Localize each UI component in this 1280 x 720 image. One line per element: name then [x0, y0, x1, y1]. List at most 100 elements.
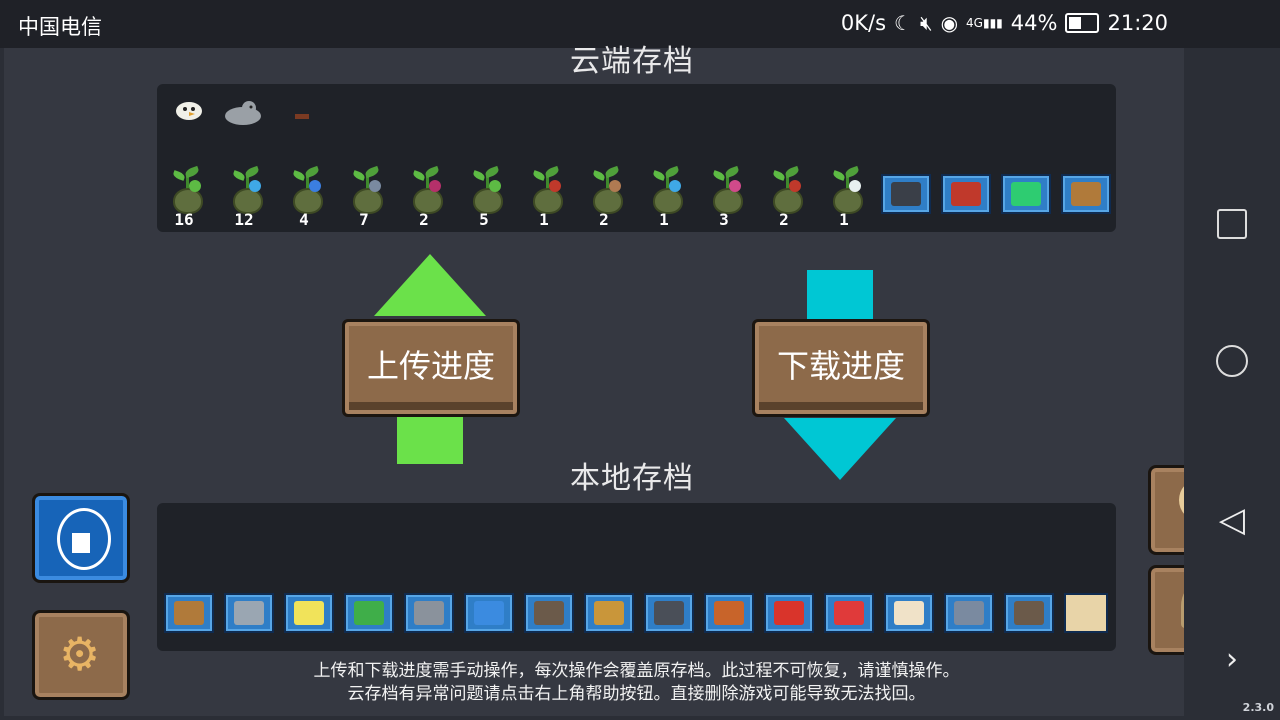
seed-count: 1: [539, 210, 549, 229]
upload-arrow-stem: [397, 414, 463, 464]
notice-text: 上传和下载进度需手动操作，每次操作会覆盖原存档。此过程不可恢复，请谨慎操作。 云…: [157, 660, 1116, 706]
seed-count: 7: [359, 210, 369, 229]
system-nav-bar: ◁ ›: [1184, 48, 1280, 720]
seed-item: 1: [645, 165, 693, 229]
wooden-cabinet-item-icon: [1071, 182, 1101, 206]
flower-pot-item-icon: [951, 182, 981, 206]
green-hat-item: [344, 593, 394, 633]
cloud-save-title: 云端存档: [570, 44, 694, 79]
seed-count: 1: [839, 210, 849, 229]
cat-mask-item: [884, 593, 934, 633]
gauntlet-item: [524, 593, 574, 633]
red-blaster-item: [824, 593, 874, 633]
seed-flower-icon: [429, 180, 441, 192]
seed-flower-icon: [789, 180, 801, 192]
seed-item: 2: [405, 165, 453, 229]
camera-item: [881, 174, 931, 214]
hide-nav-button[interactable]: ›: [1208, 636, 1256, 684]
seed-item: 4: [285, 165, 333, 229]
small-pet-icon: [293, 106, 327, 130]
camera-item-icon: [891, 182, 921, 206]
recent-apps-button[interactable]: [1208, 200, 1256, 248]
circle-icon: [1216, 345, 1248, 377]
seed-count: 5: [479, 210, 489, 229]
red-blaster-item-icon: [834, 601, 864, 625]
seed-flower-icon: [729, 180, 741, 192]
clock: 21:20: [1107, 11, 1168, 35]
light-saber-item-icon: [294, 601, 324, 625]
shuriken-item-icon: [234, 601, 264, 625]
seed-item: 1: [525, 165, 573, 229]
wooden-cabinet-item: [164, 593, 214, 633]
seed-count: 16: [174, 210, 194, 229]
seed-count: 2: [419, 210, 429, 229]
shield-item: [704, 593, 754, 633]
upload-progress-button[interactable]: 上传进度: [342, 319, 520, 417]
seed-count: 2: [599, 210, 609, 229]
battery-icon: [1065, 13, 1100, 33]
battery-percent: 44%: [1010, 11, 1058, 35]
seed-flower-icon: [189, 180, 201, 192]
blue-potion-item: [464, 593, 514, 633]
rooster-item-icon: [1074, 601, 1104, 625]
rooster-item: [1064, 593, 1108, 633]
seed-count: 2: [779, 210, 789, 229]
green-hat-item-icon: [354, 601, 384, 625]
version-label: 2.3.0: [1242, 701, 1274, 714]
signal-4g-icon: 4G▮▮▮: [966, 16, 1003, 30]
local-save-panel: [157, 503, 1116, 651]
square-icon: [1217, 209, 1247, 239]
robot-item-icon: [954, 601, 984, 625]
status-bar: 中国电信 0K/s ☾ 🔇︎ ◉ 4G▮▮▮ 44% 21:20: [0, 0, 1280, 48]
moon-icon: ☾: [894, 11, 912, 35]
seal-pet-icon: [223, 98, 261, 125]
seed-count: 4: [299, 210, 309, 229]
seed-flower-icon: [309, 180, 321, 192]
robot-item: [944, 593, 994, 633]
seed-flower-icon: [849, 180, 861, 192]
triangle-back-icon: ◁: [1218, 500, 1246, 540]
seed-item: 2: [585, 165, 633, 229]
back-button[interactable]: ◁: [1208, 496, 1256, 544]
seed-item: 12: [225, 165, 273, 229]
status-indicators: 0K/s ☾ 🔇︎ ◉ 4G▮▮▮ 44% 21:20: [841, 11, 1168, 35]
rifle-item: [1004, 593, 1054, 633]
sword-item: [404, 593, 454, 633]
bird-pet-icon: [173, 98, 207, 122]
seed-flower-icon: [249, 180, 261, 192]
local-save-title: 本地存档: [570, 461, 694, 496]
account-building-button[interactable]: [32, 493, 130, 583]
chevron-down-icon: ›: [1226, 642, 1238, 677]
seed-item: 16: [165, 165, 213, 229]
download-arrow-stem: [807, 270, 873, 320]
seed-flower-icon: [669, 180, 681, 192]
red-potion-item: [764, 593, 814, 633]
gun-item-icon: [654, 601, 684, 625]
home-button[interactable]: [1208, 337, 1256, 385]
download-progress-button[interactable]: 下载进度: [752, 319, 930, 417]
seed-count: 12: [234, 210, 254, 229]
wooden-cabinet-item: [1061, 174, 1111, 214]
flower-pot-item: [941, 174, 991, 214]
red-potion-item-icon: [774, 601, 804, 625]
rifle-item-icon: [1014, 601, 1044, 625]
cat-mask-item-icon: [894, 601, 924, 625]
seed-flower-icon: [549, 180, 561, 192]
seed-flower-icon: [369, 180, 381, 192]
seed-item: 2: [765, 165, 813, 229]
light-saber-item: [284, 593, 334, 633]
seed-flower-icon: [609, 180, 621, 192]
seed-item: 5: [465, 165, 513, 229]
ring-item-icon: [594, 601, 624, 625]
settings-button[interactable]: ⚙: [32, 610, 130, 700]
gear-icon: ⚙: [59, 627, 101, 681]
eye-icon: ◉: [940, 11, 959, 35]
gauntlet-item-icon: [534, 601, 564, 625]
blue-potion-item-icon: [474, 601, 504, 625]
seed-item: 7: [345, 165, 393, 229]
building-logo-icon: [57, 508, 111, 570]
upload-arrow-head: [374, 254, 486, 316]
shuriken-item: [224, 593, 274, 633]
sword-item-icon: [414, 601, 444, 625]
